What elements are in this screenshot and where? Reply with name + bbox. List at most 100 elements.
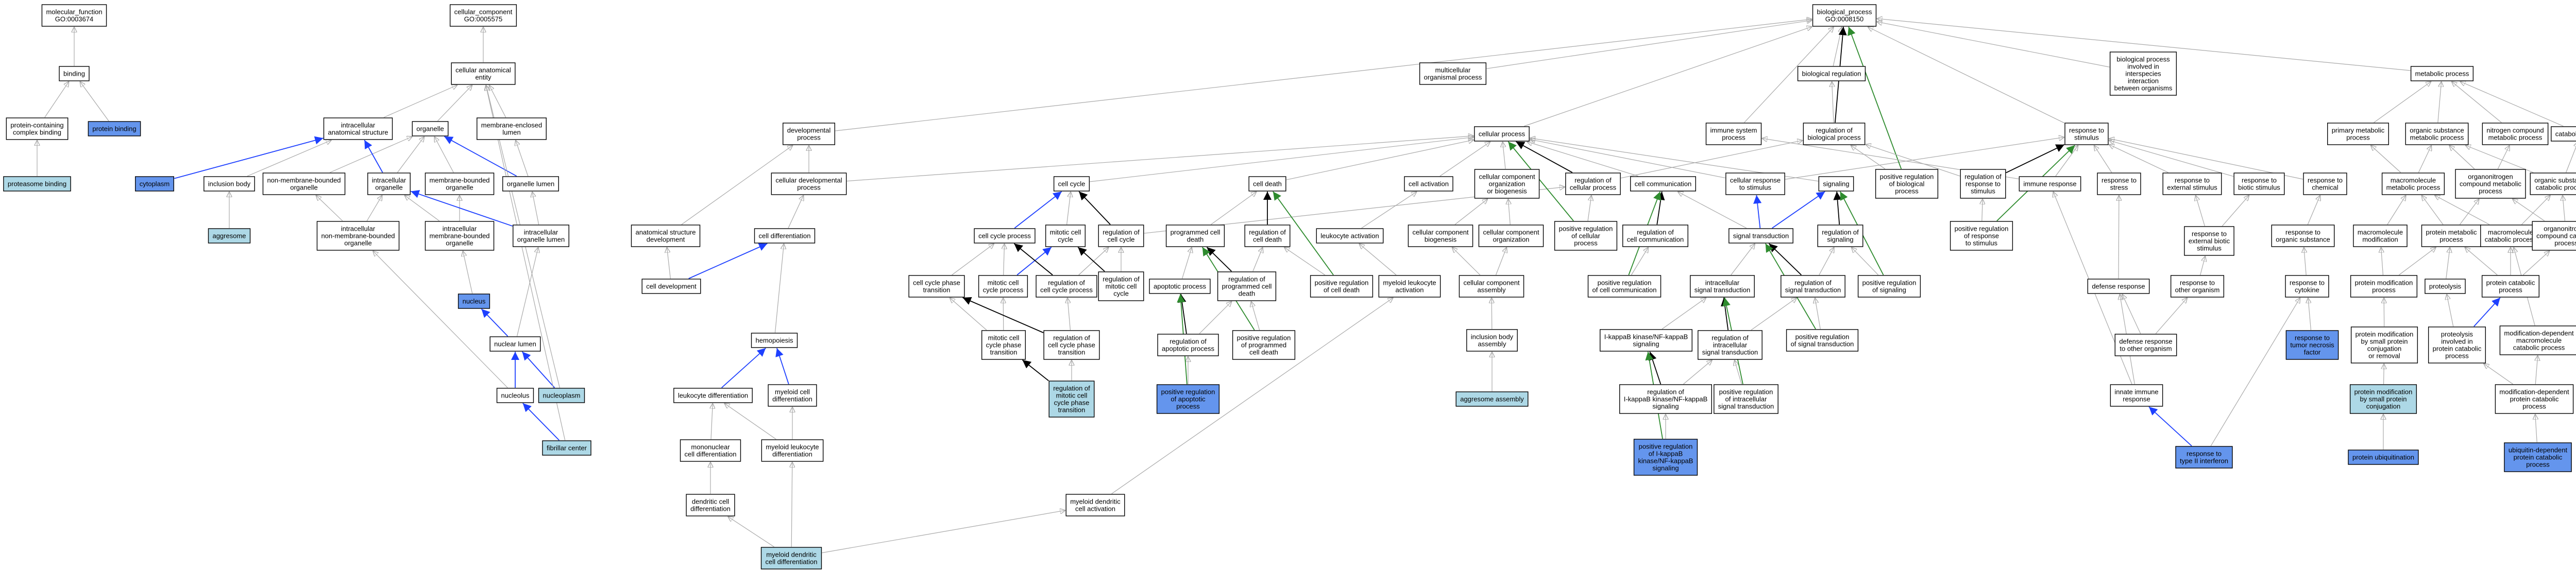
edge-is_a-hemopoiesis-to-celldiff xyxy=(774,244,784,333)
go-term-box xyxy=(1565,172,1621,195)
go-term-box xyxy=(1554,221,1618,251)
edge-is_a-ccorg-to-ccob xyxy=(1508,199,1510,225)
go-term-box xyxy=(2064,123,2109,145)
go-term-label: organelle lumen xyxy=(507,180,555,188)
go-term-box xyxy=(1098,224,1144,247)
edge-is_a-organelle-to-cae xyxy=(437,85,472,122)
edge-is_a-inmbo-to-intorg xyxy=(366,195,382,221)
go-term-label: immune response xyxy=(2023,180,2076,188)
edge-is_a-respbiotic-to-resp xyxy=(2109,140,2234,177)
go-term-box xyxy=(425,172,495,195)
go-term-box xyxy=(3,176,71,192)
edge-is_a-regbp-to-bioreg xyxy=(1832,81,1834,123)
go-term-box xyxy=(1705,123,1762,145)
edge-regulates-regpcd-to-pcd xyxy=(1206,247,1232,272)
edge-is_a-resporg-to-resposm xyxy=(2200,256,2206,275)
go-term-box xyxy=(1474,169,1540,199)
go-term-node-orglumen: organelle lumen xyxy=(502,176,559,192)
edge-is_a-ccbiog-to-ccob xyxy=(1454,199,1488,225)
edge-is_a-resp-to-bp xyxy=(1868,27,2065,124)
edge-regulates-regrespstim-to-resp xyxy=(2006,144,2065,174)
go-term-label: signal transduction xyxy=(1733,232,1789,240)
edge-is_a-mccpt-to-ccpt xyxy=(950,298,987,331)
go-term-box xyxy=(2353,224,2408,247)
edge-is_a-respext-to-resp xyxy=(2109,144,2168,173)
go-term-box xyxy=(2495,384,2574,414)
go-term-box xyxy=(2425,279,2466,294)
edge-is_a-immsys-to-bp xyxy=(1744,27,1834,123)
edge-is_a-ias-to-cae xyxy=(383,85,457,118)
edge-is_a-moddeppcp-to-proteolysiscat xyxy=(2483,364,2513,385)
go-term-box xyxy=(208,228,251,244)
edge-is_a-occp-to-ocnmp xyxy=(2512,199,2545,221)
edge-is_a-respos-to-respchem xyxy=(2307,195,2320,225)
edge-is_a-ubiqdep-to-moddeppcp xyxy=(2535,414,2537,443)
go-term-node-aggresome: aggresome xyxy=(208,228,251,244)
go-term-label: biological regulation xyxy=(1802,70,1861,78)
go-term-box xyxy=(974,228,1036,244)
go-term-box xyxy=(1797,66,1866,81)
go-term-label: hemopoiesis xyxy=(756,337,793,344)
edge-is_a-oscp-to-osmp xyxy=(2465,145,2534,173)
edge-part_of-sigtrans-to-signaling xyxy=(1772,191,1825,229)
edge-part_of-mycelldiff-to-hemopoiesis xyxy=(775,348,789,385)
edge-is_a-macromet-to-pmp xyxy=(2370,145,2401,173)
go-term-node-oscp: organic substancecatabolic process xyxy=(2530,172,2576,195)
go-term-box xyxy=(686,494,735,516)
edge-is_a-sigtrans-to-cellcomm xyxy=(1677,192,1747,229)
go-term-label: leukocyte differentiation xyxy=(678,392,748,400)
edge-is_a-ikk-to-intsig xyxy=(1662,298,1706,330)
edge-positively_regulates-posregbp-to-bp xyxy=(1848,26,1902,169)
edge-is_a-catab-to-metab xyxy=(2460,81,2564,127)
edge-is_a-protmod-to-pmproc xyxy=(2399,247,2436,275)
edge-is_a-mmcp-to-oscp xyxy=(2521,195,2551,225)
edge-is_a-respTNF-to-respcyt xyxy=(2308,298,2311,331)
edge-is_a-orglumen-to-mel xyxy=(516,140,529,177)
go-term-box xyxy=(2348,450,2419,465)
edge-is_a-pmproc-to-macromet xyxy=(2421,195,2444,225)
edge-is_a-nmbo-to-organelle xyxy=(330,136,412,173)
edge-is_a-leukact-to-cellact xyxy=(1361,192,1417,229)
go-term-box xyxy=(2532,221,2576,251)
